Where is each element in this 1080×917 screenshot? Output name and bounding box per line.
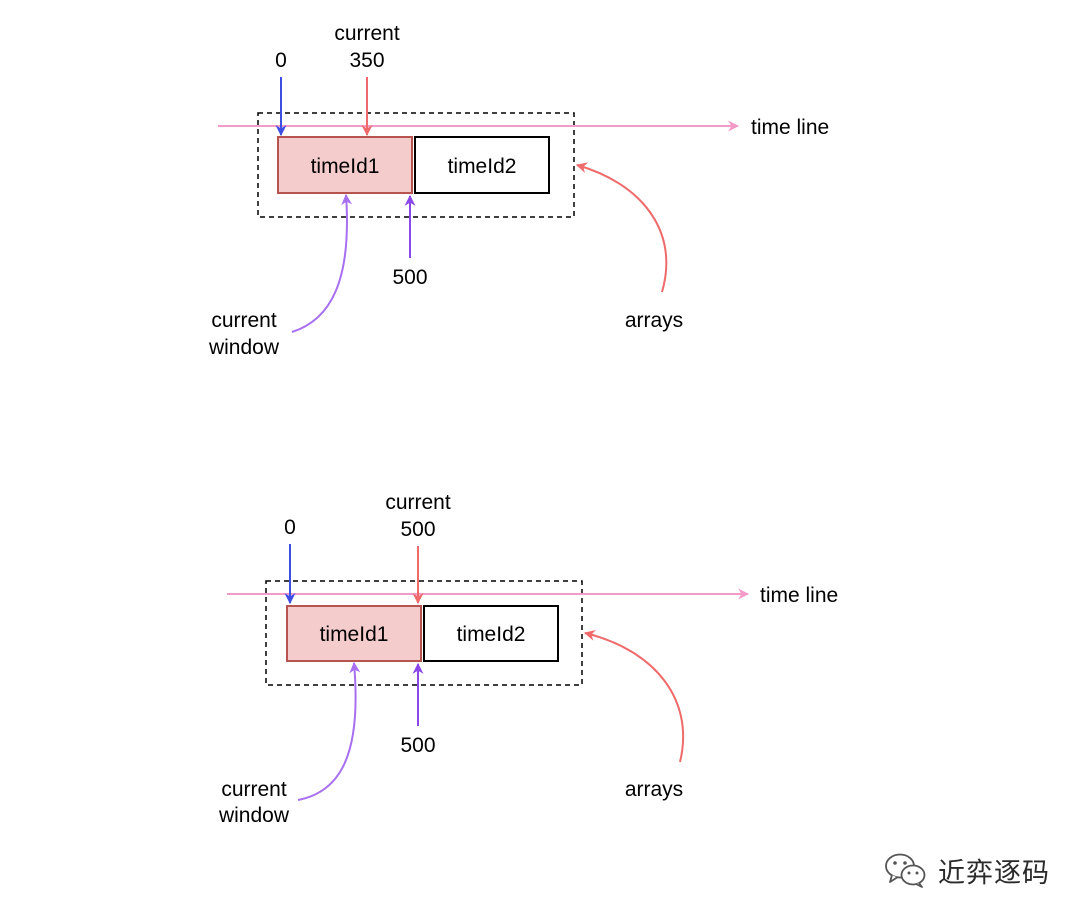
cell-timeid1: [277, 136, 413, 194]
current-value: 500: [400, 518, 435, 541]
window-arrow: [291, 193, 353, 333]
cell-timeid2: [423, 605, 559, 662]
diagram-1: time line timeId1 timeId2 0 current 350 …: [208, 22, 829, 359]
zero-label: 0: [275, 49, 287, 72]
boundary-value: 500: [400, 734, 435, 757]
timeline-label: time line: [760, 584, 838, 607]
window-label-line1: current: [221, 778, 287, 801]
arrays-label: arrays: [625, 778, 683, 801]
window-label-line2: window: [218, 804, 290, 827]
window-label-line1: current: [211, 309, 277, 332]
timeline-label: time line: [751, 116, 829, 139]
window-label-line2: window: [208, 336, 280, 359]
arrays-frame: [257, 112, 575, 218]
arrays-label: arrays: [625, 309, 683, 332]
current-label: current: [334, 22, 400, 45]
window-arrow: [297, 661, 361, 801]
current-label: current: [385, 491, 451, 514]
cell-timeid2-label: timeId2: [457, 623, 526, 646]
zero-label: 0: [284, 516, 296, 539]
diagram-2: time line timeId1 timeId2 0 current 500 …: [218, 491, 838, 827]
cell-timeid2-label: timeId2: [448, 155, 517, 178]
current-value: 350: [349, 49, 384, 72]
cell-timeid2: [414, 136, 550, 194]
arrays-arrow: [575, 162, 668, 293]
watermark-text: 近弈逐码: [938, 857, 1050, 889]
wechat-icon: [885, 853, 926, 888]
arrays-arrow: [583, 629, 685, 763]
boundary-value: 500: [392, 266, 427, 289]
arrays-frame: [265, 580, 583, 686]
cell-timeid1: [286, 605, 422, 662]
cell-timeid1-label: timeId1: [320, 623, 389, 646]
cell-timeid1-label: timeId1: [311, 155, 380, 178]
watermark: 近弈逐码: [884, 850, 1050, 890]
